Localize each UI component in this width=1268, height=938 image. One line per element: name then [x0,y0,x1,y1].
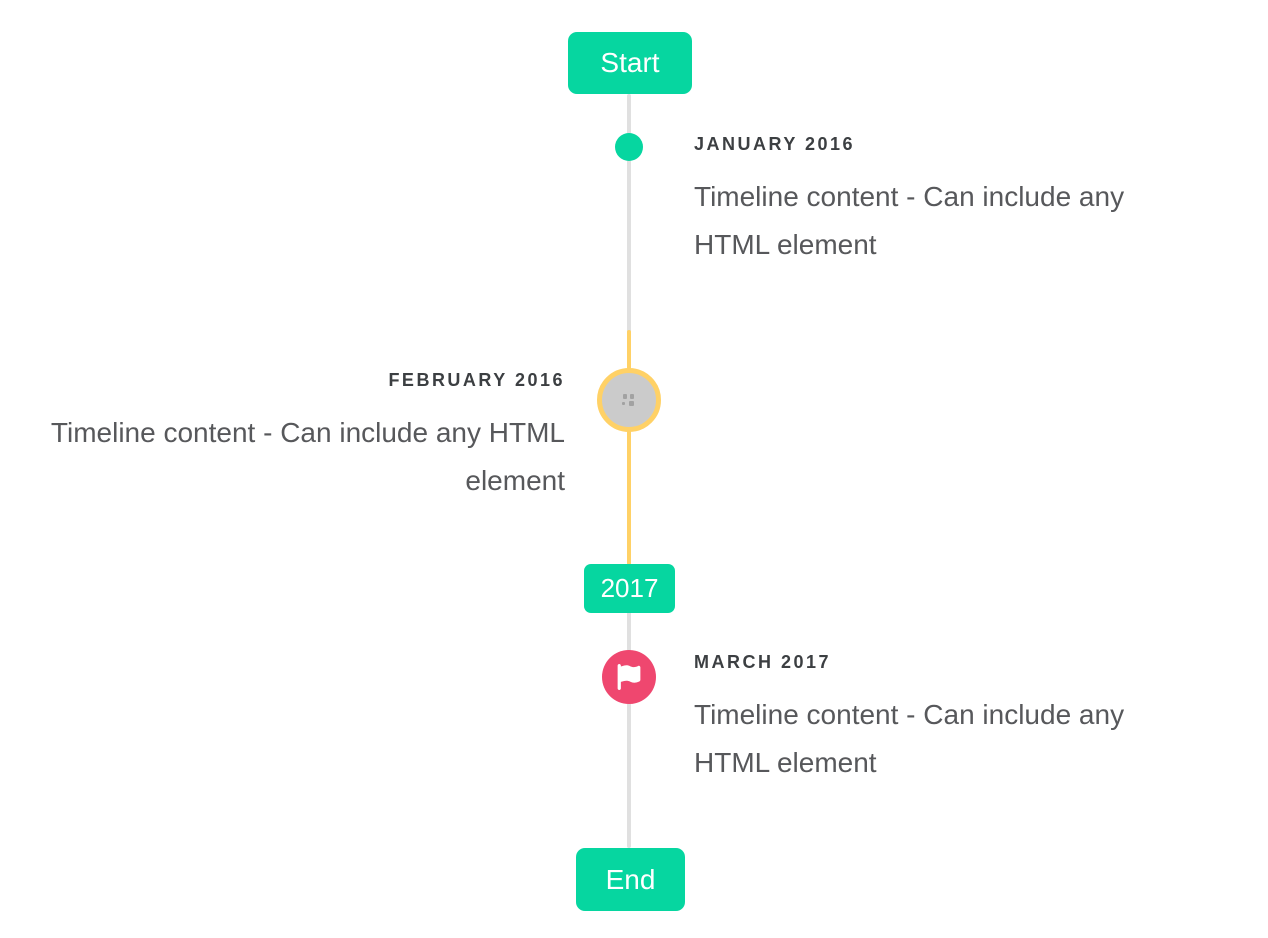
timeline-entry-february-2016: FEBRUARY 2016 Timeline content - Can inc… [25,369,565,505]
timeline-period-badge: 2017 [584,564,675,613]
timeline-entry-march-2017: MARCH 2017 Timeline content - Can includ… [694,651,1194,787]
flag-icon [617,664,641,690]
timeline-marker-image-placeholder [597,368,661,432]
timeline-marker-flag [602,650,656,704]
entry-title: FEBRUARY 2016 [388,370,565,390]
entry-title: JANUARY 2016 [694,134,856,154]
entry-content: Timeline content - Can include any HTML … [694,181,1125,260]
entry-content: Timeline content - Can include any HTML … [694,699,1125,778]
timeline-marker-dot-icon [615,133,643,161]
entry-title: MARCH 2017 [694,652,832,672]
broken-image-icon [622,394,634,406]
timeline-entry-january-2016: JANUARY 2016 Timeline content - Can incl… [694,133,1194,269]
timeline-start-button[interactable]: Start [568,32,692,94]
timeline-line-highlight [627,330,631,565]
timeline-end-button[interactable]: End [576,848,685,911]
entry-content: Timeline content - Can include any HTML … [50,417,565,496]
